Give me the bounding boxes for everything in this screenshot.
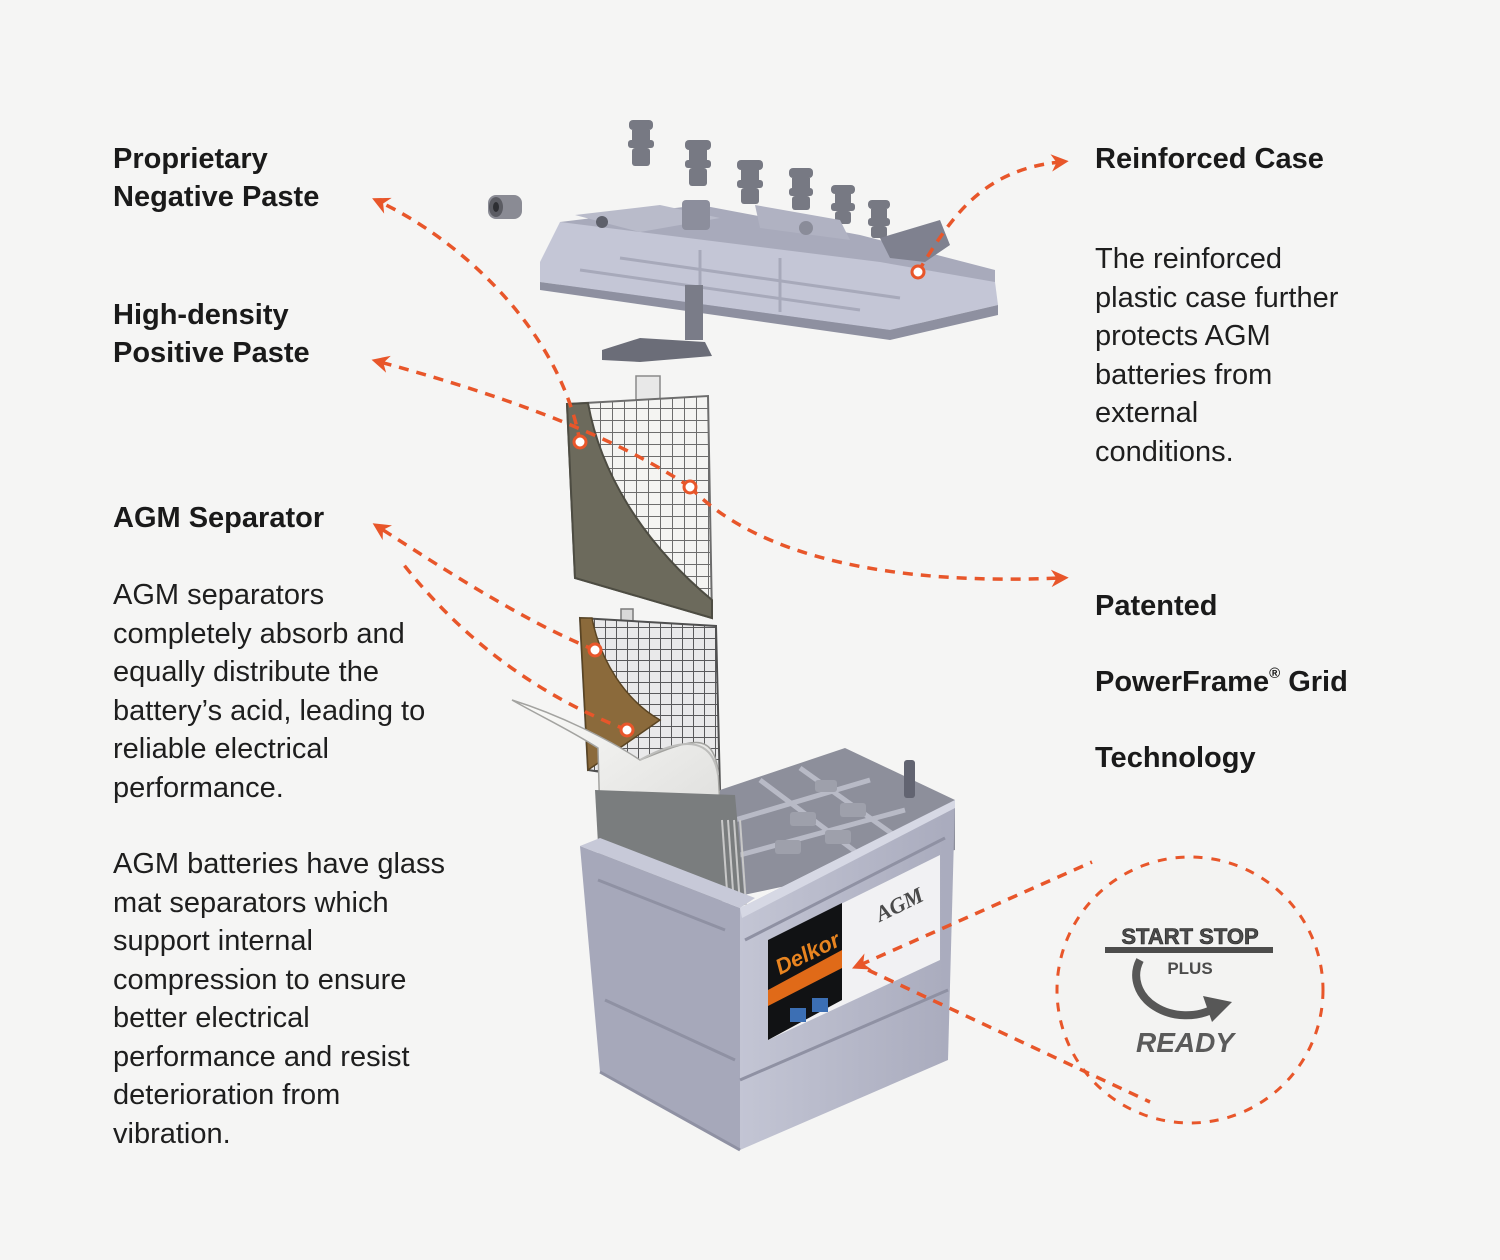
- badge-bar: [1105, 947, 1273, 953]
- powerframe-title-line2: PowerFrame® Grid: [1095, 663, 1348, 701]
- negative-paste-title: Proprietary Negative Paste: [113, 143, 320, 213]
- agm-separator-title: AGM Separator: [113, 502, 325, 534]
- battery-case: Delkor AGM: [580, 748, 955, 1152]
- battery-label: Delkor AGM: [768, 855, 940, 1040]
- vent-caps: [628, 120, 890, 238]
- badge-ready: READY: [1136, 1027, 1236, 1058]
- reinforced-case-title: Reinforced Case: [1095, 143, 1324, 175]
- agm-separator-body-1: AGM separators completely absorb and equ…: [113, 579, 426, 804]
- refresh-arrow-icon: [1132, 958, 1217, 1020]
- badge-plus: PLUS: [1167, 959, 1212, 978]
- agm-separator-line-top: [372, 523, 596, 652]
- callout-dots: [572, 264, 926, 738]
- positive-paste-line: [371, 355, 691, 489]
- callout-lines: [371, 154, 1151, 1104]
- powerframe-title: Patented PowerFrame® Grid Technology: [1095, 549, 1348, 815]
- positive-paste-title: High-density Positive Paste: [113, 299, 310, 369]
- agm-separator-line-bottom: [398, 558, 628, 732]
- badge-line-top: [852, 860, 1093, 970]
- powerframe-grid: Grid: [1280, 666, 1348, 698]
- badge-line-bottom: [867, 968, 1151, 1104]
- powerframe-title-line1: Patented: [1095, 590, 1218, 622]
- reinforced-case-body: The reinforced plastic case further prot…: [1095, 243, 1339, 468]
- badge-start-stop: START STOP: [1121, 924, 1258, 949]
- negative-paste-line: [372, 197, 582, 443]
- powerframe-name: PowerFrame: [1095, 666, 1270, 698]
- powerframe-line: [688, 485, 1069, 588]
- battery-lid: [488, 120, 998, 362]
- negative-plate: [565, 375, 714, 620]
- start-stop-badge: START STOP PLUS READY: [1055, 855, 1325, 1125]
- powerframe-title-line3: Technology: [1095, 742, 1256, 774]
- reinforced-case-line: [916, 154, 1069, 273]
- agm-separator-body-2: AGM batteries have glass mat separators …: [113, 848, 446, 1150]
- registered-mark: ®: [1269, 665, 1281, 682]
- terminal-bushing: [488, 195, 522, 219]
